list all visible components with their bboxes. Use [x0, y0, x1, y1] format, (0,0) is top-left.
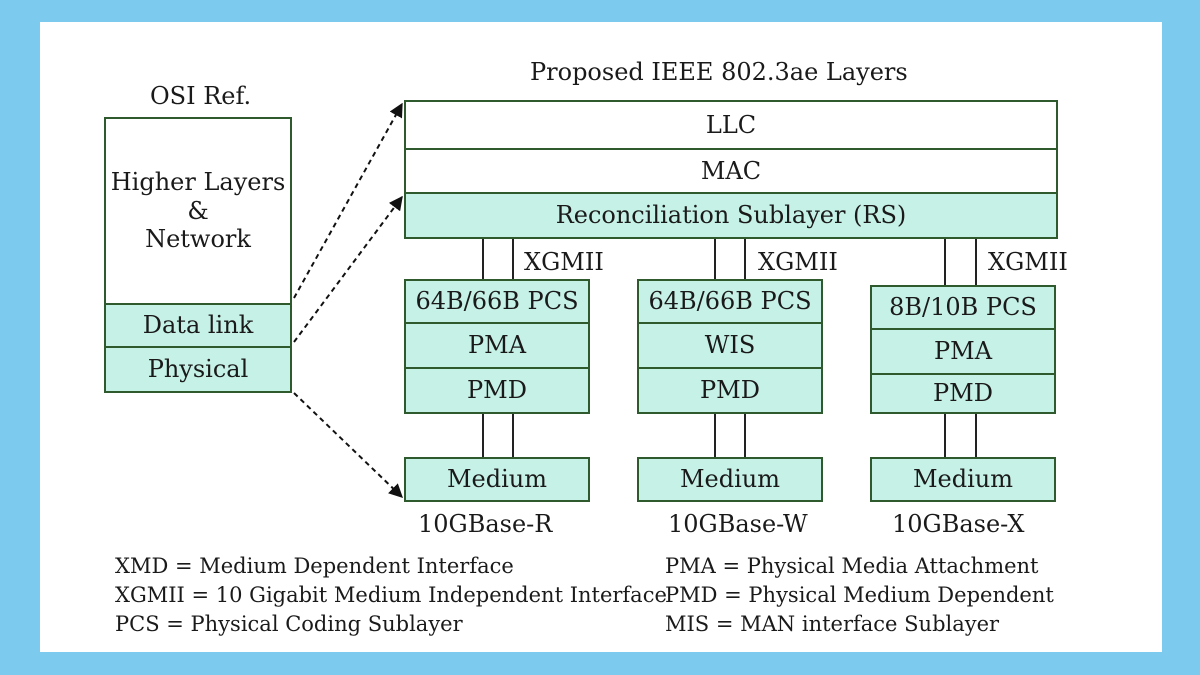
wis-box: WIS	[637, 322, 823, 369]
column-name: 10GBase-R	[418, 510, 553, 538]
xgmii-line-right	[975, 239, 977, 286]
column-name: 10GBase-W	[668, 510, 808, 538]
medium-link-left	[714, 414, 716, 458]
arrow-physical-to-medium	[293, 392, 404, 498]
layer-reconciliation-sublayer: Reconciliation Sublayer (RS)	[404, 192, 1058, 239]
medium-link-right	[975, 414, 977, 458]
legend-pma: PMA = Physical Media Attachment	[665, 554, 1039, 578]
legend-pcs: PCS = Physical Coding Sublayer	[115, 612, 463, 636]
medium-box: Medium	[404, 457, 590, 502]
pmd-box: PMD	[404, 367, 590, 414]
osi-physical: Physical	[104, 346, 292, 393]
pmd-box: PMD	[870, 373, 1056, 414]
osi-higher-layers: Higher Layers & Network	[104, 117, 292, 305]
ieee-title: Proposed IEEE 802.3ae Layers	[530, 58, 908, 86]
arrow-datalink-to-rs	[293, 195, 403, 343]
osi-higher-line-2: &	[187, 196, 209, 225]
medium-box: Medium	[637, 457, 823, 502]
xgmii-line-right	[744, 239, 746, 280]
medium-link-right	[512, 414, 514, 458]
legend-xmd: XMD = Medium Dependent Interface	[115, 554, 514, 578]
pcs-64b66b-box: 64B/66B PCS	[404, 279, 590, 324]
medium-box: Medium	[870, 457, 1056, 502]
xgmii-line-left	[714, 239, 716, 280]
legend-pmd: PMD = Physical Medium Dependent	[665, 583, 1054, 607]
column-name: 10GBase-X	[892, 510, 1025, 538]
legend-mis: MIS = MAN interface Sublayer	[665, 612, 1000, 636]
xgmii-label: XGMII	[758, 248, 838, 276]
arrow-datalink-to-llc	[293, 102, 403, 299]
xgmii-label: XGMII	[524, 248, 604, 276]
medium-link-left	[482, 414, 484, 458]
medium-link-left	[944, 414, 946, 458]
osi-higher-line-1: Higher Layers	[110, 167, 286, 196]
xgmii-label: XGMII	[988, 248, 1068, 276]
pcs-64b66b-box: 64B/66B PCS	[637, 279, 823, 324]
pma-box: PMA	[870, 328, 1056, 375]
osi-higher-line-3: Network	[145, 225, 251, 254]
xgmii-line-left	[482, 239, 484, 280]
medium-link-right	[744, 414, 746, 458]
legend-xgmii: XGMII = 10 Gigabit Medium Independent In…	[115, 583, 667, 607]
osi-title: OSI Ref.	[150, 82, 252, 110]
xgmii-line-right	[512, 239, 514, 280]
xgmii-line-left	[944, 239, 946, 286]
pmd-box: PMD	[637, 367, 823, 414]
